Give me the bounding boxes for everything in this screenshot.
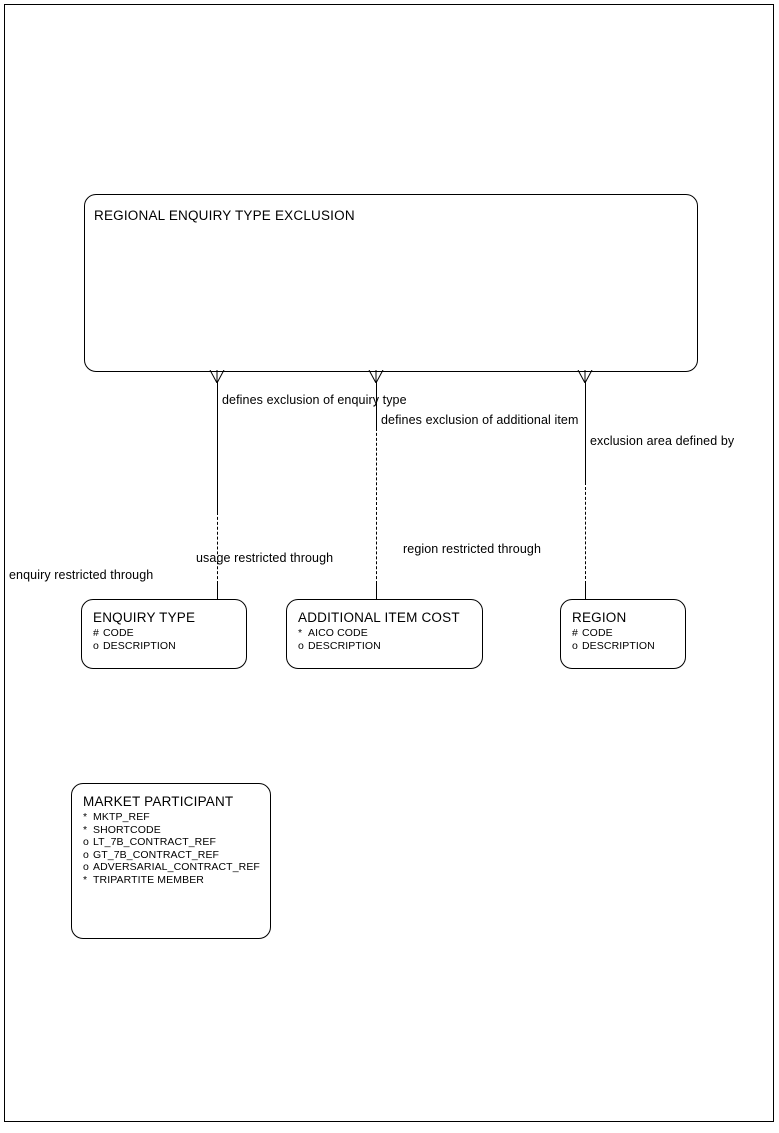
attribute-marker: * bbox=[298, 627, 303, 639]
relationship-label-region-restricted-through: region restricted through bbox=[403, 542, 541, 556]
attribute-name: GT_7B_CONTRACT_REF bbox=[93, 848, 220, 861]
attribute-name: CODE bbox=[582, 627, 613, 639]
relationship-label-defines-exclusion-of-additional-item: defines exclusion of additional item bbox=[381, 413, 579, 427]
relationship-line-region-solid-lower bbox=[585, 584, 586, 600]
attribute-marker: o bbox=[298, 639, 304, 652]
entity-title: REGION bbox=[572, 610, 627, 625]
attribute-marker: o bbox=[572, 639, 578, 652]
entity-title: MARKET PARTICIPANT bbox=[83, 794, 234, 809]
relationship-line-additional-item-dashed bbox=[376, 428, 377, 584]
relationship-line-additional-item-solid-lower bbox=[376, 584, 377, 600]
attribute-row: o DESCRIPTION bbox=[298, 640, 482, 653]
attribute-list: # CODE o DESCRIPTION bbox=[93, 627, 246, 652]
entity-body: ENQUIRY TYPE # CODE o DESCRIPTION bbox=[93, 610, 246, 652]
attribute-name: MKTP_REF bbox=[93, 811, 150, 823]
entity-market-participant[interactable]: MARKET PARTICIPANT * MKTP_REF * SHORTCODE … bbox=[71, 783, 271, 939]
attribute-name: SHORTCODE bbox=[93, 823, 161, 836]
attribute-row: # CODE bbox=[572, 627, 685, 640]
attribute-marker: # bbox=[572, 627, 578, 639]
relationship-label-usage-restricted-through: usage restricted through bbox=[196, 551, 334, 565]
attribute-marker: o bbox=[93, 639, 99, 652]
attribute-marker: o bbox=[83, 836, 89, 849]
attribute-marker: o bbox=[83, 848, 89, 861]
attribute-marker: # bbox=[93, 627, 99, 639]
entity-title: ADDITIONAL ITEM COST bbox=[298, 610, 460, 625]
attribute-row: o LT_7B_CONTRACT_REF bbox=[83, 836, 270, 849]
attribute-marker: * bbox=[83, 823, 88, 836]
relationship-label-enquiry-restricted-through: enquiry restricted through bbox=[9, 568, 154, 582]
attribute-row: * SHORTCODE bbox=[83, 824, 270, 837]
attribute-row: * AICO CODE bbox=[298, 627, 482, 640]
entity-additional-item-cost[interactable]: ADDITIONAL ITEM COST * AICO CODE o DESCRIP… bbox=[286, 599, 483, 669]
attribute-name: DESCRIPTION bbox=[103, 639, 176, 652]
relationship-line-region-dashed bbox=[585, 482, 586, 584]
attribute-marker: o bbox=[83, 861, 89, 874]
entity-enquiry-type[interactable]: ENQUIRY TYPE # CODE o DESCRIPTION bbox=[81, 599, 247, 669]
attribute-row: o GT_7B_CONTRACT_REF bbox=[83, 849, 270, 862]
page-border bbox=[4, 4, 774, 1122]
attribute-row: * TRIPARTITE MEMBER bbox=[83, 874, 270, 887]
crowfoot-icon-enquiry-type bbox=[209, 370, 225, 383]
attribute-name: ADVERSARIAL_CONTRACT_REF bbox=[93, 861, 260, 874]
crowfoot-icon-region bbox=[577, 370, 593, 383]
attribute-row: o DESCRIPTION bbox=[93, 640, 246, 653]
relationship-line-additional-item-solid-upper bbox=[376, 382, 377, 428]
entity-regional-enquiry-type-exclusion[interactable]: REGIONAL ENQUIRY TYPE EXCLUSION bbox=[84, 194, 698, 372]
relationship-line-enquiry-type-solid-upper bbox=[217, 382, 218, 512]
attribute-marker: * bbox=[83, 811, 88, 823]
entity-region[interactable]: REGION # CODE o DESCRIPTION bbox=[560, 599, 686, 669]
entity-title: REGIONAL ENQUIRY TYPE EXCLUSION bbox=[94, 208, 355, 223]
attribute-list: * MKTP_REF * SHORTCODE o LT_7B_CONTRACT_REF… bbox=[83, 811, 270, 887]
attribute-name: TRIPARTITE MEMBER bbox=[93, 873, 204, 886]
attribute-name: DESCRIPTION bbox=[308, 639, 381, 652]
relationship-label-exclusion-area-defined-by: exclusion area defined by bbox=[590, 434, 735, 448]
attribute-name: LT_7B_CONTRACT_REF bbox=[93, 836, 216, 849]
attribute-marker: * bbox=[83, 873, 88, 886]
relationship-label-defines-exclusion-of-enquiry-type: defines exclusion of enquiry type bbox=[222, 393, 407, 407]
attribute-list: # CODE o DESCRIPTION bbox=[572, 627, 685, 652]
attribute-row: * MKTP_REF bbox=[83, 811, 270, 824]
entity-body: ADDITIONAL ITEM COST * AICO CODE o DESCRIP… bbox=[298, 610, 482, 652]
attribute-name: CODE bbox=[103, 627, 134, 639]
attribute-row: o DESCRIPTION bbox=[572, 640, 685, 653]
relationship-line-region-solid-upper bbox=[585, 382, 586, 482]
crowfoot-icon-additional-item-cost bbox=[368, 370, 384, 383]
relationship-line-enquiry-type-solid-lower bbox=[217, 584, 218, 600]
attribute-row: # CODE bbox=[93, 627, 246, 640]
attribute-list: * AICO CODE o DESCRIPTION bbox=[298, 627, 482, 652]
attribute-name: DESCRIPTION bbox=[582, 639, 655, 652]
entity-body: MARKET PARTICIPANT * MKTP_REF * SHORTCODE … bbox=[83, 794, 270, 887]
attribute-name: AICO CODE bbox=[308, 627, 368, 639]
entity-body: REGION # CODE o DESCRIPTION bbox=[572, 610, 685, 652]
entity-title: ENQUIRY TYPE bbox=[93, 610, 196, 625]
attribute-row: o ADVERSARIAL_CONTRACT_REF bbox=[83, 861, 270, 874]
relationship-line-enquiry-type-dashed bbox=[217, 512, 218, 584]
